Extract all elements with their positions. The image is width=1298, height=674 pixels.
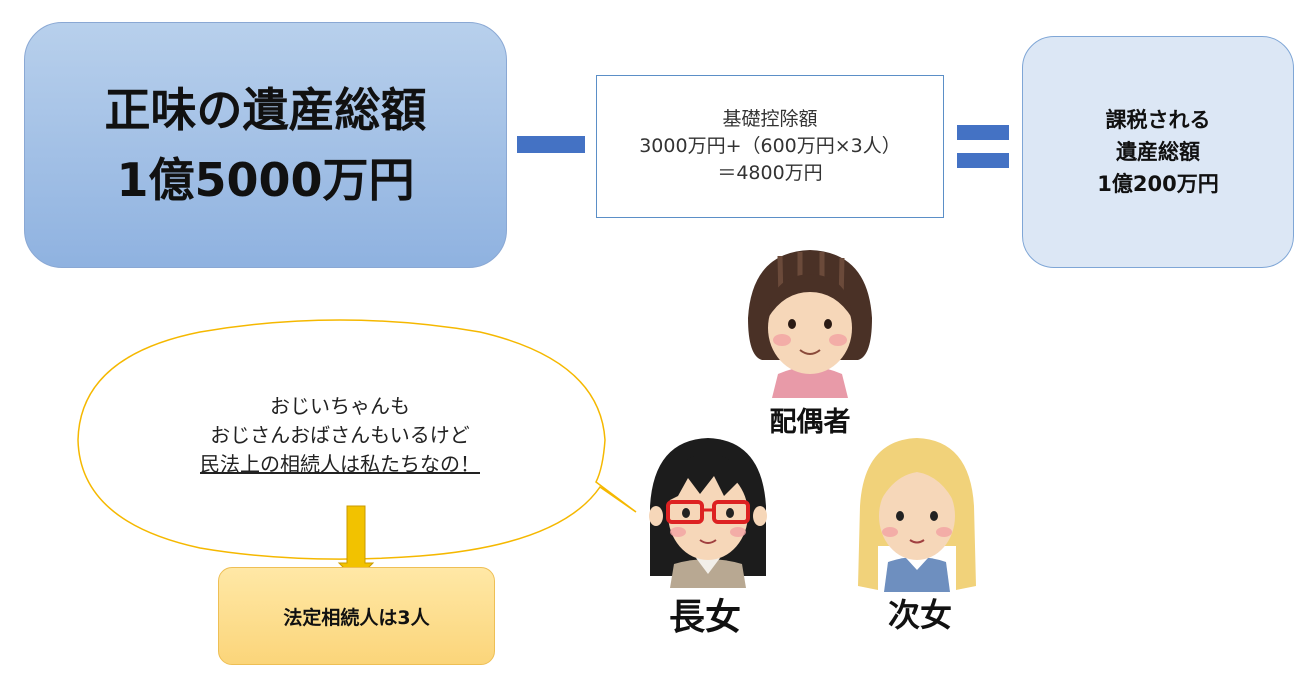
legal-heirs-label: 法定相続人は3人 — [283, 606, 430, 629]
spouse-label: 配偶者 — [769, 407, 851, 438]
spouse-avatar — [748, 250, 872, 398]
eldest-daughter-avatar — [649, 438, 767, 588]
equals-sign-top — [957, 125, 1009, 140]
basic-deduction-box: 基礎控除額 3000万円+（600万円×3人） ＝4800万円 — [596, 75, 944, 218]
deduction-result: ＝4800万円 — [717, 162, 823, 184]
second-daughter-avatar — [858, 438, 976, 592]
speech-line-3: 民法上の相続人は私たちなの！ — [200, 452, 480, 476]
down-arrow-icon — [337, 505, 375, 581]
second-daughter-label: 次女 — [887, 596, 952, 634]
equals-sign-bottom — [957, 153, 1009, 168]
deduction-formula: 3000万円+（600万円×3人） — [639, 135, 901, 157]
eldest-daughter-label: 長女 — [668, 597, 741, 638]
taxable-estate-box: 課税される 遺産総額 1億200万円 — [1022, 36, 1294, 268]
legal-heirs-box: 法定相続人は3人 — [218, 567, 495, 665]
taxable-amount: 1億200万円 — [1097, 172, 1219, 196]
minus-sign — [517, 136, 585, 153]
taxable-line1: 課税される — [1105, 108, 1211, 132]
speech-line-2: おじさんおばさんもいるけど — [210, 423, 470, 447]
speech-bubble — [77, 319, 637, 560]
gross-estate-title: 正味の遺産総額 — [104, 83, 427, 137]
taxable-line2: 遺産総額 — [1116, 140, 1200, 164]
gross-estate-amount: 1億5000万円 — [116, 153, 415, 207]
deduction-title: 基礎控除額 — [722, 108, 818, 130]
speech-line-1: おじいちゃんも — [270, 394, 410, 418]
gross-estate-box: 正味の遺産総額 1億5000万円 — [24, 22, 507, 268]
